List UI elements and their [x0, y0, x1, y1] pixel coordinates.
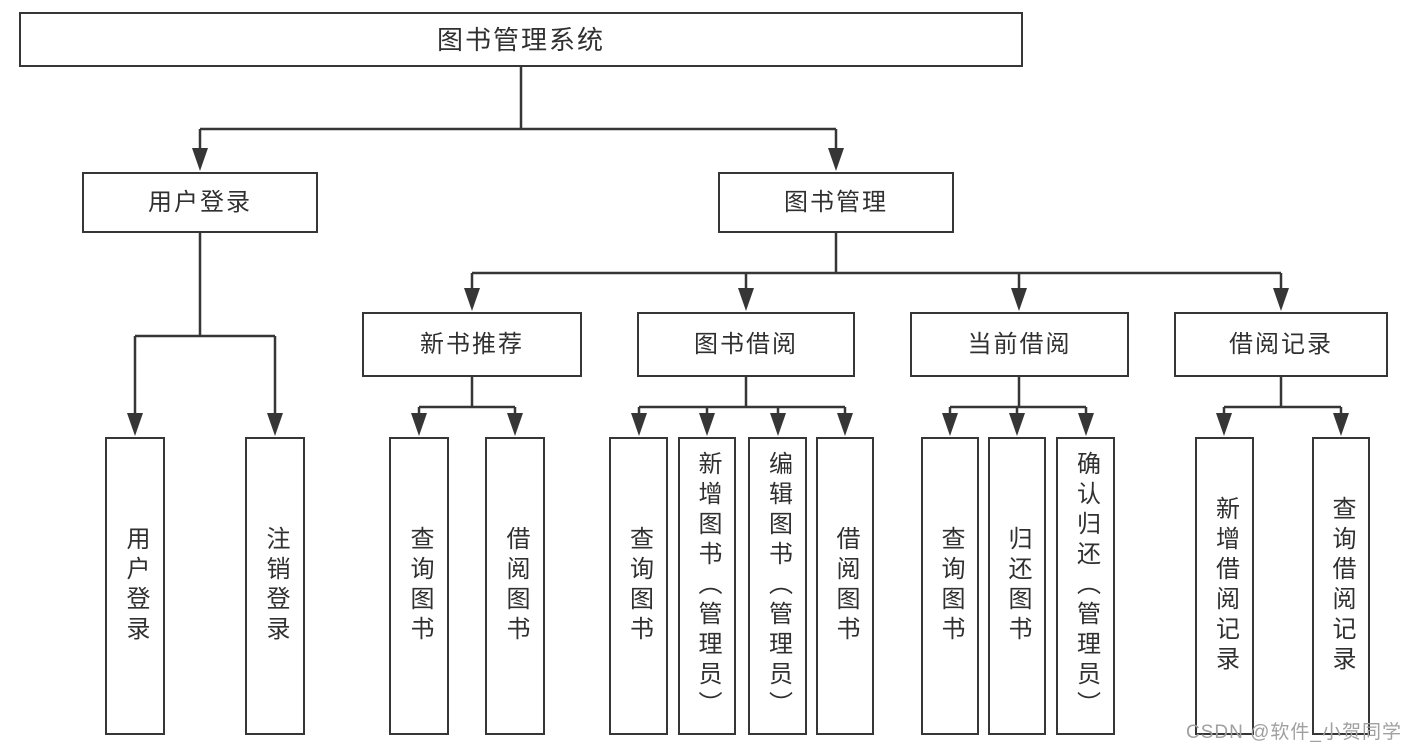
connector-newbook-to-leaves — [417, 377, 517, 414]
node-user-login-branch: 用户登录 — [82, 172, 318, 233]
node-book-management-branch: 图书管理 — [718, 172, 954, 233]
leaf-query-books-borrow: 查询图书 — [609, 437, 668, 735]
leaf-add-books-admin: 新增图书（管理员） — [678, 437, 736, 735]
node-current-borrow: 当前借阅 — [910, 312, 1129, 377]
connector-borrow-to-leaves — [637, 377, 847, 414]
leaf-query-borrow-record: 查询借阅记录 — [1312, 437, 1370, 735]
leaf-query-books-recommend: 查询图书 — [389, 437, 449, 735]
arrow-icon — [1333, 413, 1349, 436]
connector-userlogin-to-leaves — [133, 233, 277, 414]
node-book-borrow: 图书借阅 — [637, 312, 855, 377]
connector-bookmgmt-to-level3 — [470, 233, 1283, 290]
csdn-watermark: CSDN @软件_小贺同学 — [1186, 722, 1402, 743]
node-library-management-system: 图书管理系统 — [19, 12, 1023, 67]
arrow-icon — [1216, 413, 1232, 436]
arrow-icon — [507, 413, 523, 436]
arrow-icon — [770, 413, 786, 436]
node-new-book-recommend: 新书推荐 — [362, 312, 582, 377]
connector-records-to-leaves — [1222, 377, 1343, 414]
arrow-icon — [267, 413, 283, 436]
leaf-borrow-books: 借阅图书 — [816, 437, 874, 735]
leaf-confirm-return-admin: 确认归还（管理员） — [1056, 437, 1115, 735]
leaf-query-books-current: 查询图书 — [921, 437, 979, 735]
arrow-icon — [631, 413, 647, 436]
arrow-icon — [192, 148, 208, 171]
leaf-return-books: 归还图书 — [988, 437, 1046, 735]
arrow-icon — [1273, 288, 1289, 311]
arrow-icon — [464, 288, 480, 311]
leaf-edit-books-admin: 编辑图书（管理员） — [748, 437, 807, 735]
arrow-icon — [127, 413, 143, 436]
arrow-icon — [699, 413, 715, 436]
arrow-icon — [828, 148, 844, 171]
leaf-user-login: 用户登录 — [105, 437, 165, 735]
arrow-icon — [942, 413, 958, 436]
leaf-borrow-books-recommend: 借阅图书 — [485, 437, 545, 735]
arrow-icon — [1078, 413, 1094, 436]
leaf-logout: 注销登录 — [245, 437, 305, 735]
arrow-icon — [1009, 413, 1025, 436]
leaf-add-borrow-record: 新增借阅记录 — [1195, 437, 1254, 735]
arrow-icon — [411, 413, 427, 436]
node-borrow-records: 借阅记录 — [1174, 312, 1388, 377]
arrow-icon — [1011, 288, 1027, 311]
connector-root-to-level2 — [198, 67, 838, 150]
arrow-icon — [738, 288, 754, 311]
arrowheads — [127, 148, 1349, 436]
arrow-icon — [837, 413, 853, 436]
connector-current-to-leaves — [948, 377, 1088, 414]
